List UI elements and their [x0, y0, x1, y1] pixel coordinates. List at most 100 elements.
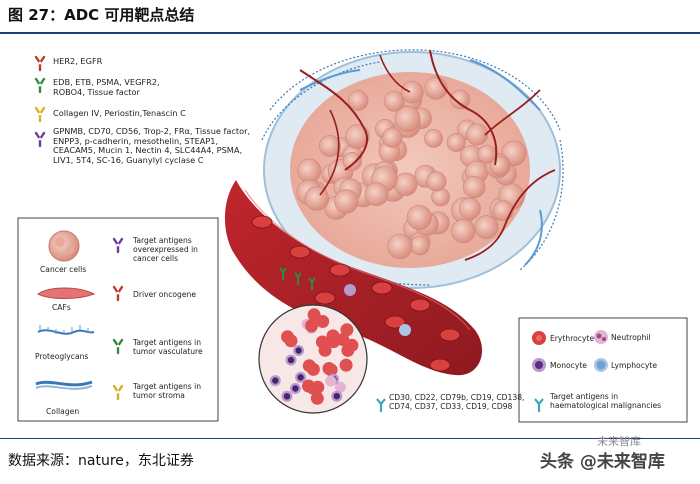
cancer-cell: [304, 186, 329, 211]
smear-erythrocyte: [340, 323, 354, 337]
legend-antibody-icon: [112, 285, 124, 302]
cancer-cells-icon: [48, 230, 80, 262]
vessel-erythrocyte: [289, 245, 311, 259]
vessel-monocyte: [344, 284, 356, 296]
cancer-cell: [426, 171, 447, 192]
cancer-cell: [387, 233, 413, 260]
cancer-cell: [474, 215, 499, 240]
footer-rule: [0, 438, 700, 439]
cancer-cell: [401, 80, 424, 104]
erythrocyte-icon: [532, 331, 546, 345]
smear-monocyte: [331, 390, 343, 402]
tumor-mass: [261, 49, 564, 289]
cancer-cell: [451, 219, 476, 244]
vessel-erythrocyte: [439, 328, 461, 342]
smear-erythrocyte: [327, 335, 341, 349]
smear-monocyte: [295, 371, 307, 383]
smear-erythrocyte: [281, 330, 294, 344]
blood-smear-circle: [258, 304, 368, 414]
legend-driver-oncogene-label: Driver oncogene: [133, 290, 197, 299]
smear-erythrocyte: [305, 319, 319, 333]
smear-erythrocyte: [324, 363, 338, 377]
vessel-lymphocyte: [399, 324, 411, 336]
figure-title: 图 27：ADC 可用靶点总结: [8, 6, 195, 24]
cancer-cell: [297, 158, 322, 183]
heme-antigen-icon-smear: [376, 398, 386, 412]
antigen-list-vasculature: EDB, ETB, PSMA, VEGFR2, ROBO4, Tissue fa…: [53, 77, 160, 97]
collagen-icon: [35, 380, 93, 390]
antigen-list-driver: HER2, EGFR: [53, 56, 103, 66]
legend-neutrophil-label: Neutrophil: [611, 333, 651, 342]
vasculature-antigens: [279, 267, 316, 290]
antigen-group-icon: [34, 77, 46, 94]
cancer-cell: [466, 123, 489, 146]
title-rule: [0, 32, 700, 34]
heme-antigen-icon: [534, 398, 544, 412]
antigen-list-cancer: GPNMB, CD70, CD56, Trop-2, FRα, Tissue f…: [53, 126, 251, 165]
legend-heme-antigen-label: Target antigens in haematological malign…: [550, 392, 662, 410]
antigen-group-icon: [34, 131, 46, 148]
smear-monocyte: [289, 383, 301, 394]
cancer-cell: [318, 135, 341, 157]
antigen-group-icon: [34, 55, 46, 72]
antigen-list-stroma: Collagen IV, Periostin,Tenascin C: [53, 108, 186, 118]
watermark: 头条 @未来智库: [540, 452, 665, 472]
legend-antibody-icon: [112, 338, 124, 355]
smear-erythrocyte: [341, 343, 355, 357]
cancer-cell: [334, 189, 359, 214]
legend-vasculature-antigens-label: Target antigens in tumor vasculature: [133, 338, 203, 356]
smear-neutrophil: [334, 381, 346, 393]
legend-monocyte-label: Monocyte: [550, 361, 587, 370]
vessel-erythrocyte: [314, 291, 336, 305]
cancer-cell: [424, 128, 443, 148]
cancer-cell: [409, 235, 430, 256]
smear-neutrophil: [325, 375, 337, 387]
smear-erythrocyte: [302, 379, 315, 393]
legend-lymphocyte-label: Lymphocyte: [611, 361, 658, 370]
lymphocyte-icon: [594, 358, 608, 372]
legend-stroma-antigens-label: Target antigens in tumor stroma: [133, 382, 202, 400]
smear-monocyte: [293, 345, 305, 356]
cancer-cell: [394, 172, 418, 197]
vessel-erythrocyte: [429, 358, 451, 372]
legend-cancer-cells-label: Cancer cells: [40, 265, 87, 274]
cancer-cell: [342, 151, 362, 171]
cancer-cell: [394, 106, 421, 133]
smear-monocyte: [285, 354, 297, 366]
cancer-cell: [446, 133, 466, 152]
vessel-erythrocyte: [409, 298, 431, 312]
cancer-cell-cluster: [296, 76, 527, 260]
neutrophil-icon: [594, 330, 608, 344]
smear-erythrocyte: [310, 391, 324, 405]
legend-erythrocyte-label: Erythrocyte: [550, 334, 595, 343]
smear-erythrocyte: [307, 308, 321, 322]
vessel-blood-cells: [251, 215, 461, 372]
smear-monocyte: [281, 390, 293, 402]
cancer-cell: [348, 90, 369, 111]
vessel-erythrocyte: [251, 215, 273, 229]
monocyte-icon: [532, 358, 546, 372]
cancer-cell: [345, 124, 370, 149]
legend-collagen-label: Collagen: [46, 407, 80, 416]
cancer-cell: [382, 127, 403, 148]
vessel-erythrocyte: [384, 315, 406, 329]
smear-erythrocyte: [306, 362, 320, 376]
cancer-cell: [458, 197, 481, 220]
cancer-cell: [364, 182, 389, 207]
legend-proteoglycans-label: Proteoglycans: [35, 352, 89, 361]
smear-erythrocyte: [339, 358, 353, 372]
cancer-cell: [406, 205, 432, 231]
heme-antigen-list: CD30, CD22, CD79b, CD19, CD138, CD74, CD…: [389, 393, 525, 411]
cancer-cell: [450, 89, 471, 110]
caf-icon: [37, 287, 96, 299]
legend-cafs-label: CAFs: [52, 303, 71, 312]
proteoglycan-icon: [37, 325, 95, 335]
legend-antibody-icon: [112, 384, 124, 401]
cancer-cell: [492, 200, 514, 221]
vessel-erythrocyte: [329, 263, 351, 277]
antigen-group-icon: [34, 106, 46, 123]
watermark-logo-text: 未来智库: [597, 435, 641, 448]
smear-erythrocyte: [318, 343, 332, 357]
adc-target-diagram: [17, 49, 688, 423]
smear-monocyte: [269, 375, 281, 387]
